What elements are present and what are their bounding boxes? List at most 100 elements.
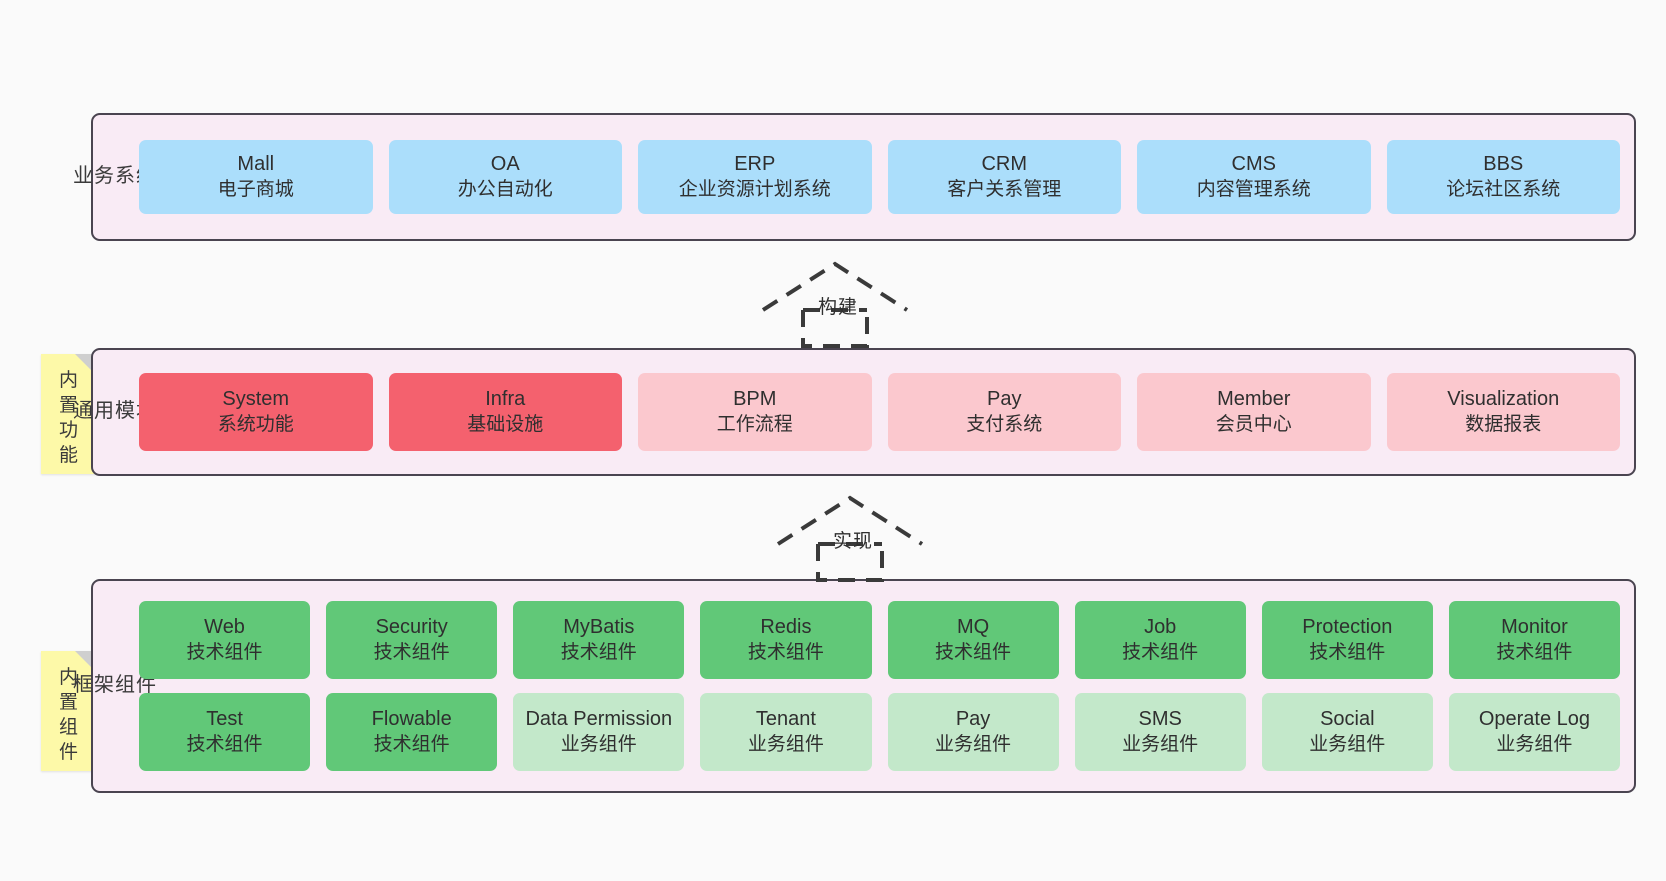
sticky-note-builtin-components: 内置组件 bbox=[41, 651, 97, 771]
node-subtitle: 技术组件 bbox=[1496, 641, 1573, 663]
layer-business-systems-label: 业务系统 bbox=[73, 165, 156, 188]
node-title: Member bbox=[1217, 388, 1291, 411]
node-subtitle: 技术组件 bbox=[935, 641, 1012, 663]
connector-build-label: 构建 bbox=[818, 297, 859, 318]
node-title: Protection bbox=[1302, 616, 1393, 639]
node-title: Monitor bbox=[1501, 616, 1568, 639]
node-subtitle: 工作流程 bbox=[716, 413, 793, 435]
node-operate-log[interactable]: Operate Log 业务组件 bbox=[1448, 693, 1620, 771]
connector-build-arrow bbox=[761, 261, 909, 348]
node-crm[interactable]: CRM 客户关系管理 bbox=[887, 140, 1121, 214]
node-web[interactable]: Web 技术组件 bbox=[139, 601, 311, 679]
node-subtitle: 业务组件 bbox=[747, 733, 824, 755]
node-subtitle: 技术组件 bbox=[1309, 641, 1386, 663]
node-subtitle: 业务组件 bbox=[1122, 733, 1199, 755]
node-subtitle: 技术组件 bbox=[1122, 641, 1199, 663]
node-title: Data Permission bbox=[525, 708, 673, 731]
node-subtitle: 技术组件 bbox=[747, 641, 824, 663]
node-title: CRM bbox=[981, 153, 1028, 176]
node-pay[interactable]: Pay 支付系统 bbox=[887, 373, 1121, 451]
node-title: Flowable bbox=[371, 708, 452, 731]
node-subtitle: 技术组件 bbox=[186, 733, 263, 755]
layer-common-modules-body: System 系统功能 Infra 基础设施 BPM 工作流程 Pay 支付系统… bbox=[137, 350, 1634, 474]
node-subtitle: 技术组件 bbox=[186, 641, 263, 663]
node-pay-business[interactable]: Pay 业务组件 bbox=[887, 693, 1059, 771]
node-title: BPM bbox=[733, 388, 777, 411]
node-mall[interactable]: Mall 电子商城 bbox=[139, 140, 373, 214]
connector-implement-arrow bbox=[776, 495, 924, 582]
node-title: Social bbox=[1320, 708, 1375, 731]
node-subtitle: 业务组件 bbox=[1496, 733, 1573, 755]
node-title: SMS bbox=[1138, 708, 1182, 731]
node-bbs[interactable]: BBS 论坛社区系统 bbox=[1386, 140, 1620, 214]
node-title: System bbox=[222, 388, 290, 411]
layer-framework-components: 框架组件 Web 技术组件 Security 技术组件 MyBatis 技术组件… bbox=[73, 579, 1636, 793]
node-test[interactable]: Test 技术组件 bbox=[139, 693, 311, 771]
node-subtitle: 业务组件 bbox=[935, 733, 1012, 755]
node-subtitle: 办公自动化 bbox=[457, 178, 553, 200]
layer-framework-components-label: 框架组件 bbox=[73, 674, 157, 697]
sticky-note-label: 内置组件 bbox=[58, 667, 79, 764]
node-erp[interactable]: ERP 企业资源计划系统 bbox=[638, 140, 872, 214]
layer-row: System 系统功能 Infra 基础设施 BPM 工作流程 Pay 支付系统… bbox=[139, 373, 1620, 451]
node-subtitle: 内容管理系统 bbox=[1196, 178, 1311, 200]
connector-implement-label: 实现 bbox=[833, 531, 874, 552]
node-title: Pay bbox=[987, 388, 1022, 411]
node-tenant[interactable]: Tenant 业务组件 bbox=[700, 693, 872, 771]
node-subtitle: 业务组件 bbox=[1309, 733, 1386, 755]
node-title: Job bbox=[1144, 616, 1177, 639]
sticky-note-builtin-features: 内置功能 bbox=[41, 354, 97, 474]
layer-framework-components-body: Web 技术组件 Security 技术组件 MyBatis 技术组件 Redi… bbox=[137, 581, 1634, 791]
node-flowable[interactable]: Flowable 技术组件 bbox=[326, 693, 498, 771]
node-title: Redis bbox=[760, 616, 812, 639]
node-title: MQ bbox=[956, 616, 990, 639]
node-social[interactable]: Social 业务组件 bbox=[1261, 693, 1433, 771]
layer-business-systems-body: Mall 电子商城 OA 办公自动化 ERP 企业资源计划系统 CRM 客户关系… bbox=[137, 115, 1634, 239]
node-title: Visualization bbox=[1447, 388, 1560, 411]
node-subtitle: 支付系统 bbox=[966, 413, 1043, 435]
node-system[interactable]: System 系统功能 bbox=[139, 373, 373, 451]
node-data-permission[interactable]: Data Permission 业务组件 bbox=[513, 693, 685, 771]
node-subtitle: 数据报表 bbox=[1465, 413, 1542, 435]
node-mq[interactable]: MQ 技术组件 bbox=[887, 601, 1059, 679]
node-title: Web bbox=[204, 616, 245, 639]
layer-row: Mall 电子商城 OA 办公自动化 ERP 企业资源计划系统 CRM 客户关系… bbox=[139, 140, 1620, 214]
node-title: Test bbox=[206, 708, 243, 731]
node-title: ERP bbox=[734, 153, 776, 176]
node-title: Operate Log bbox=[1478, 708, 1591, 731]
node-title: MyBatis bbox=[563, 616, 635, 639]
node-visualization[interactable]: Visualization 数据报表 bbox=[1386, 373, 1620, 451]
node-subtitle: 会员中心 bbox=[1215, 413, 1292, 435]
node-title: Security bbox=[375, 616, 448, 639]
node-mybatis[interactable]: MyBatis 技术组件 bbox=[513, 601, 685, 679]
layer-row: Test 技术组件 Flowable 技术组件 Data Permission … bbox=[139, 693, 1620, 771]
node-monitor[interactable]: Monitor 技术组件 bbox=[1448, 601, 1620, 679]
layer-row: Web 技术组件 Security 技术组件 MyBatis 技术组件 Redi… bbox=[139, 601, 1620, 679]
node-subtitle: 技术组件 bbox=[373, 641, 450, 663]
node-subtitle: 基础设施 bbox=[467, 413, 544, 435]
node-bpm[interactable]: BPM 工作流程 bbox=[638, 373, 872, 451]
node-redis[interactable]: Redis 技术组件 bbox=[700, 601, 872, 679]
node-security[interactable]: Security 技术组件 bbox=[326, 601, 498, 679]
node-sms[interactable]: SMS 业务组件 bbox=[1074, 693, 1246, 771]
node-protection[interactable]: Protection 技术组件 bbox=[1261, 601, 1433, 679]
node-title: BBS bbox=[1483, 153, 1524, 176]
node-subtitle: 客户关系管理 bbox=[947, 178, 1062, 200]
layer-business-systems: 业务系统 Mall 电子商城 OA 办公自动化 ERP 企业资源计划系统 CRM… bbox=[73, 113, 1636, 241]
node-subtitle: 论坛社区系统 bbox=[1446, 178, 1561, 200]
node-title: Pay bbox=[955, 708, 991, 731]
node-job[interactable]: Job 技术组件 bbox=[1074, 601, 1246, 679]
layer-common-modules: 通用模块 System 系统功能 Infra 基础设施 BPM 工作流程 Pay… bbox=[73, 348, 1636, 476]
node-subtitle: 电子商城 bbox=[217, 178, 294, 200]
node-subtitle: 技术组件 bbox=[373, 733, 450, 755]
sticky-note-label: 内置功能 bbox=[58, 370, 79, 467]
node-subtitle: 企业资源计划系统 bbox=[678, 178, 831, 200]
node-title: Tenant bbox=[755, 708, 816, 731]
node-title: CMS bbox=[1231, 153, 1276, 176]
node-infra[interactable]: Infra 基础设施 bbox=[388, 373, 622, 451]
node-cms[interactable]: CMS 内容管理系统 bbox=[1137, 140, 1371, 214]
node-member[interactable]: Member 会员中心 bbox=[1137, 373, 1371, 451]
node-oa[interactable]: OA 办公自动化 bbox=[388, 140, 622, 214]
node-title: Infra bbox=[485, 388, 526, 411]
